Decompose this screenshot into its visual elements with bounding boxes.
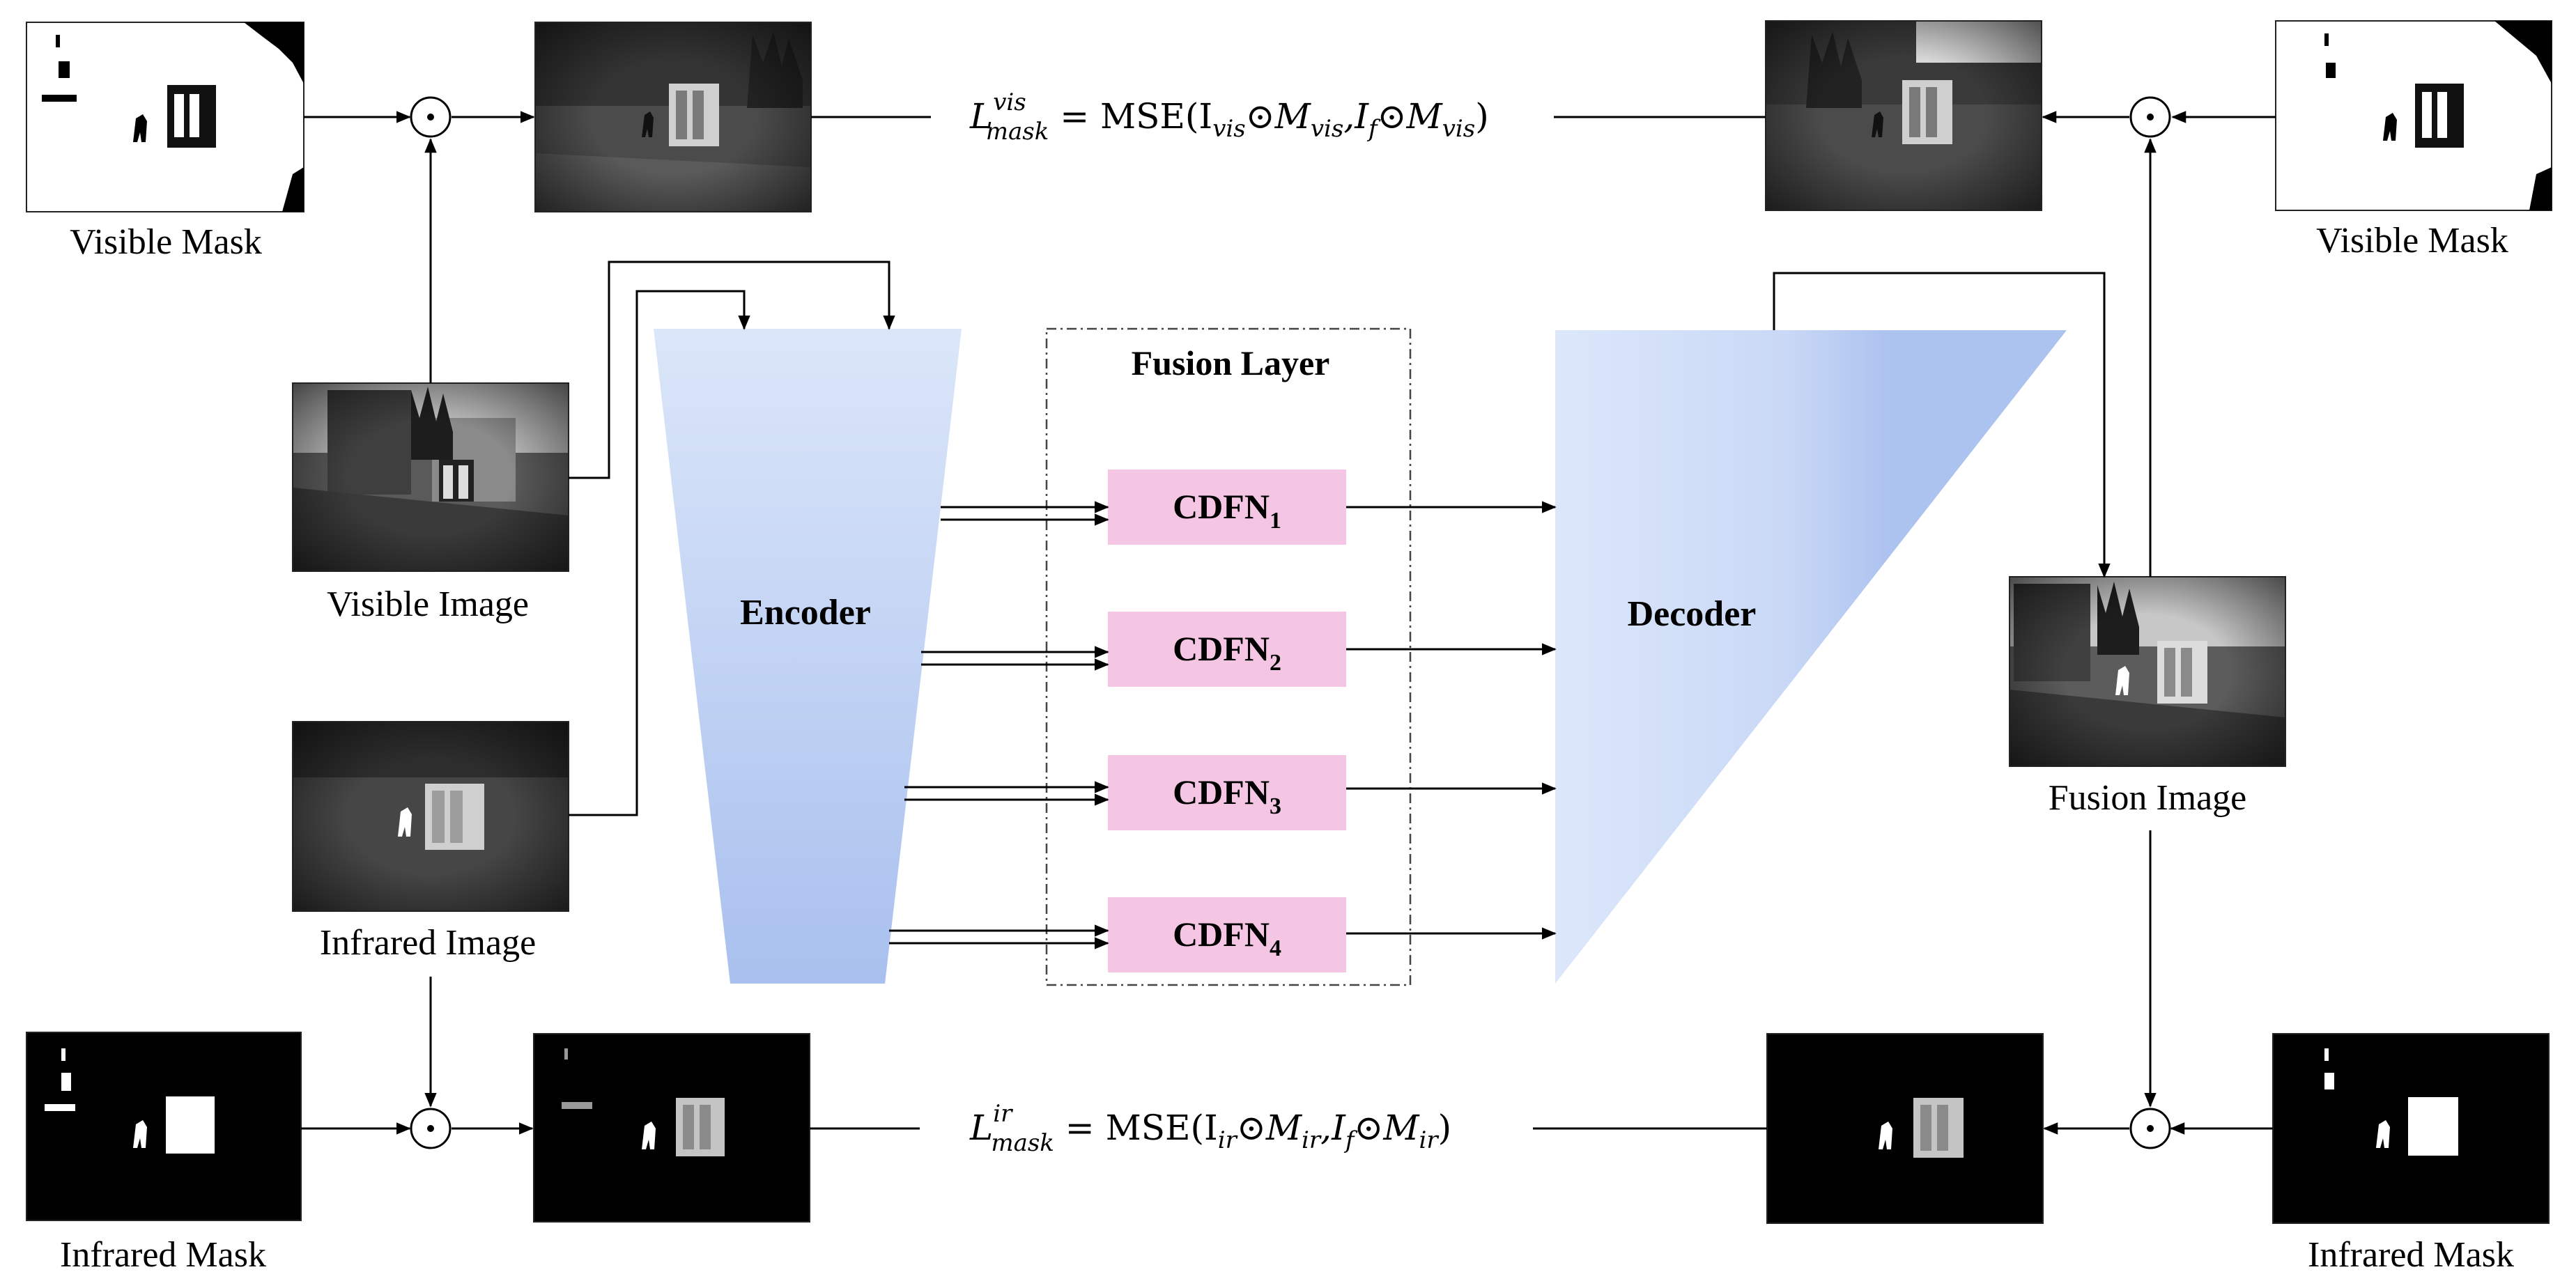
visible-masked-image-left [534,22,812,212]
decoder-block [1555,330,2067,984]
fusion-layer-label: Fusion Layer [1132,343,1330,382]
cdfn-label-2: CDFN2 [1173,629,1281,676]
encoder-block [654,329,962,984]
visible-mask-image-left [26,22,304,212]
visible-masked-image-right [1765,20,2042,211]
multiply-operator-top-right [2129,96,2171,138]
infrared-mask-label-left: Infrared Mask [60,1235,266,1275]
visible-mask-label-right: Visible Mask [2316,221,2508,261]
multiply-operator-bottom-right [2129,1108,2171,1149]
multiply-operator-top-left [410,96,452,138]
infrared-masked-image-right [1766,1033,2044,1224]
cdfn-block-3 [1108,755,1346,830]
cdfn-block-2 [1108,612,1346,687]
infrared-image [292,721,569,912]
infrared-image-label: Infrared Image [320,923,536,963]
fusion-image [2009,576,2286,767]
infrared-mask-image-right [2272,1033,2550,1224]
cdfn-block-1 [1108,470,1346,545]
encoder-label: Encoder [740,593,871,633]
cdfn-block-4 [1108,897,1346,972]
connectors [301,111,2276,1135]
fusion-layer-box [1045,327,1412,986]
fusion-image-label: Fusion Image [2049,778,2247,818]
visible-mask-image-right [2275,20,2552,211]
infrared-masked-image-left [533,1033,810,1223]
visible-image-label: Visible Image [327,584,529,624]
visible-mask-label-left: Visible Mask [70,222,262,262]
infrared-mask-image-left [26,1032,302,1221]
cdfn-label-4: CDFN4 [1173,915,1281,961]
visible-image [292,382,569,572]
decoder-label: Decoder [1628,594,1757,634]
cdfn-label-3: CDFN3 [1173,773,1281,819]
cdfn-label-1: CDFN1 [1173,487,1281,534]
multiply-operator-bottom-left [410,1108,452,1149]
infrared-mask-label-right: Infrared Mask [2308,1235,2514,1275]
